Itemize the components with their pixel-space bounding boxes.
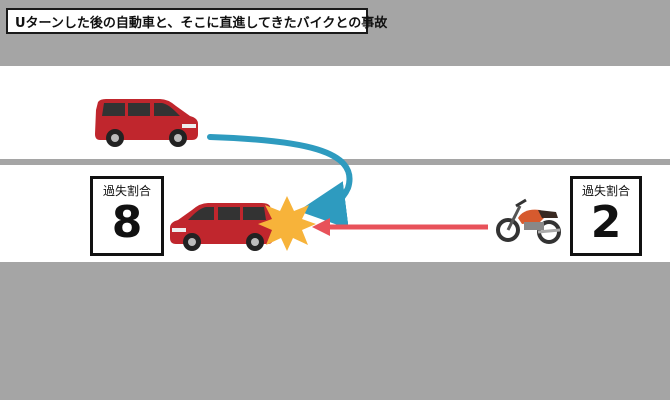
car-before-u-turn	[95, 99, 198, 147]
fault-ratio-car: 過失割合 8	[90, 176, 164, 256]
fault-ratio-value: 8	[111, 197, 143, 248]
u-turn-arrow	[207, 134, 353, 229]
fault-ratio-motorcycle: 過失割合 2	[570, 176, 642, 256]
straight-arrow	[312, 218, 488, 236]
fault-ratio-label: 過失割合	[102, 184, 151, 198]
diagram-title: Uターンした後の自動車と、そこに直進してきたバイクとの事故	[6, 8, 387, 34]
fault-ratio-label: 過失割合	[581, 184, 630, 198]
motorcycle	[496, 198, 561, 244]
fault-ratio-value: 2	[590, 197, 622, 248]
car-after-u-turn	[170, 203, 273, 251]
impact-burst	[258, 196, 316, 251]
lane-divider	[0, 159, 670, 165]
